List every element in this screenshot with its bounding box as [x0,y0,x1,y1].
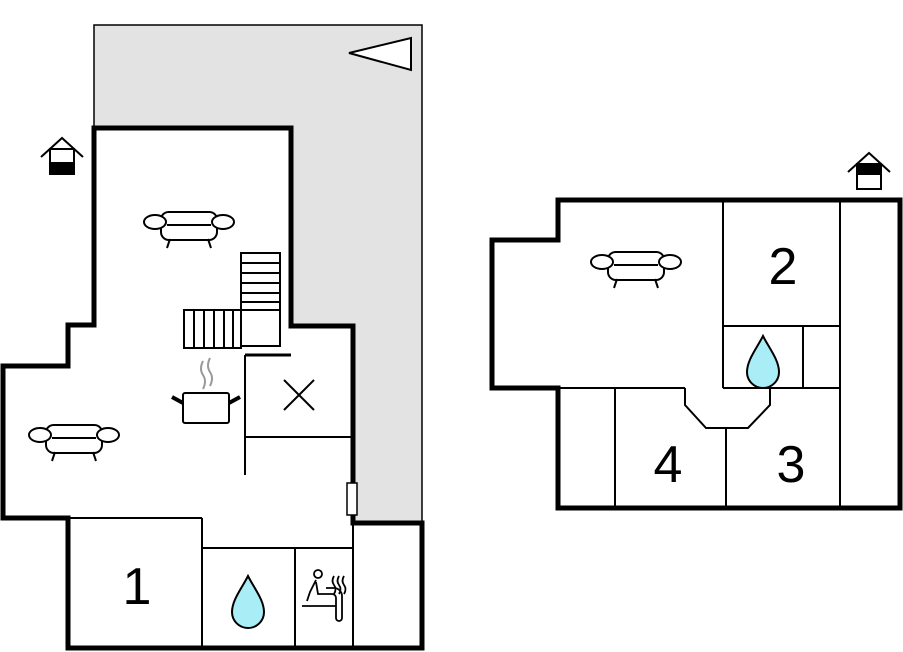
upper-floor-plan: 2 3 4 [489,152,903,511]
sofa-icon [590,250,682,289]
room-1-label: 1 [123,558,152,616]
entrance-house-icon [847,152,891,190]
cross-icon [283,379,315,411]
door [346,482,358,516]
water-drop-icon [746,335,780,389]
sauna-icon [302,569,347,622]
room-3-label: 3 [777,436,806,494]
room-2-label: 2 [769,238,798,296]
entrance-house-icon [40,137,84,175]
north-arrow-icon [348,36,412,72]
room-4-label: 4 [654,436,683,494]
cooking-pot-icon [171,357,241,424]
staircase-icon [183,252,281,349]
ground-floor-plan: 1 [0,125,425,651]
